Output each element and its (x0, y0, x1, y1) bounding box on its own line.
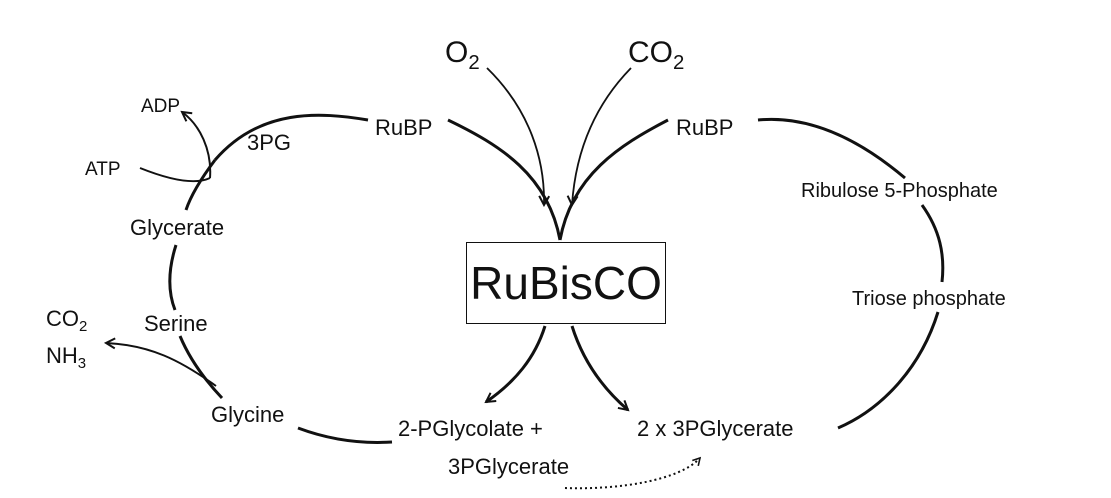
dotted-recycle-arrow (564, 456, 702, 490)
o2-input-arrow (486, 67, 544, 205)
pglycerate-label: 3PGlycerate (448, 454, 570, 479)
two-3pglycerate-label: 2 x 3PGlycerate (637, 416, 794, 441)
serine-to-glycine-arc (178, 335, 224, 400)
rubp-to-ribulose5p-arc (757, 117, 906, 180)
serine-label: Serine (144, 311, 208, 336)
nh3-released-label: NH3 (46, 343, 87, 373)
co2-nh3-release-arrow (106, 343, 217, 387)
atp-branch-line (139, 167, 211, 183)
triose-to-3pglycerate-arc (837, 311, 940, 430)
glycine-to-pglycolate-arc (297, 426, 393, 444)
rubisco-to-pglycolate-arrow (486, 325, 547, 404)
co2-input-arrow (572, 67, 632, 205)
co2-released-label: CO2 (46, 306, 88, 336)
pglycolate-label: 2-PGlycolate + (398, 416, 543, 441)
glycerate-label: Glycerate (130, 215, 225, 240)
atp-label: ATP (85, 159, 121, 180)
rubisco-to-3pglycerate-arrow (570, 325, 628, 410)
rubisco-enzyme-box: RuBisCO (466, 242, 666, 324)
adp-label: ADP (141, 96, 181, 117)
rubp-to-3pg-arc (213, 113, 369, 161)
ribulose5p-to-triose-arc (920, 204, 945, 283)
glycine-label: Glycine (211, 402, 285, 427)
adp-branch-arrow (182, 112, 212, 179)
rubisco-label: RuBisCO (470, 257, 662, 309)
rubp-left-into-rubisco (447, 118, 562, 241)
glycerate-to-serine-arc (168, 244, 178, 311)
rubp-left-label: RuBP (375, 115, 433, 140)
o2-label: O2 (445, 36, 480, 75)
co2-top-label: CO2 (628, 36, 685, 75)
ribulose-5-phosphate-label: Ribulose 5-Phosphate (801, 180, 998, 202)
rubp-right-label: RuBP (676, 115, 734, 140)
3pg-to-glycerate-arc (184, 159, 217, 211)
3pg-label: 3PG (247, 130, 292, 155)
triose-phosphate-label: Triose phosphate (852, 288, 1006, 310)
rubp-right-into-rubisco (558, 118, 669, 241)
